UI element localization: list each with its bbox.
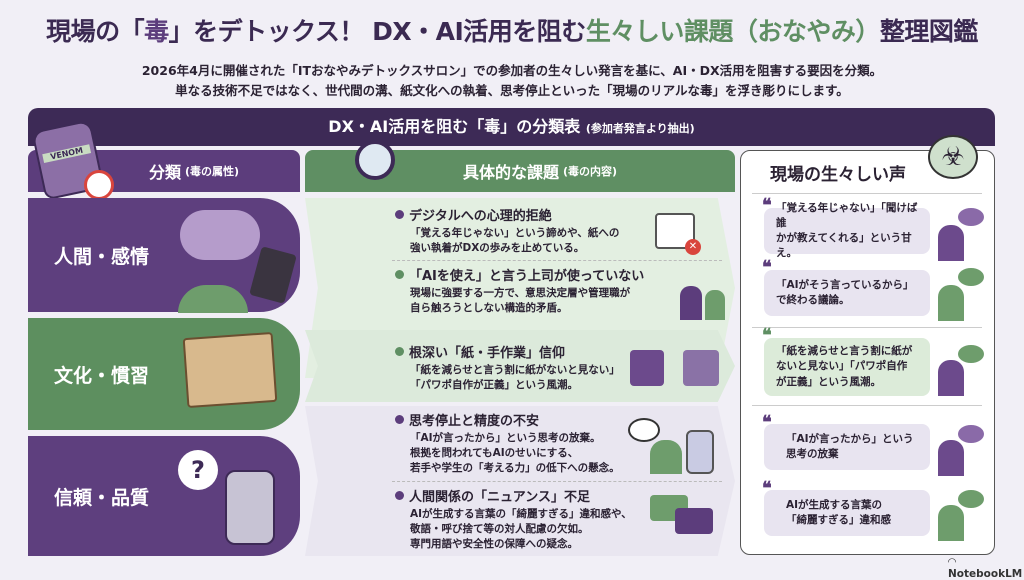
divider [392,481,722,482]
magnifier-chip-icon [355,140,395,180]
subtitle-line-2: 単なる技術不足ではなく、世代間の溝、紙文化への執着、思考停止といった「現場のリア… [175,83,849,98]
voices-title: 現場の生々しい声 [770,165,906,185]
divider [392,260,722,261]
speech-bubble-icon [958,268,984,286]
voice-quote: 「覚える年じゃない」「聞けば誰かが教えてくれる」という甘え。 [764,202,930,259]
brain-cloud-icon [180,210,260,260]
thought-bubble-icon [628,418,660,442]
voice-quote: 「AIがそう言っているから」で終わる議論。 [764,270,930,316]
speech-bubble-icon [958,345,984,363]
paper-stack-icon [182,331,278,409]
no-chip-icon [84,170,114,200]
person-icon [650,440,682,474]
voice-quote: 「紙を減らせと言う割に紙がないと見ない」「パワポ自作が正義」という風潮。 [764,338,930,396]
shredder-icon [630,350,664,386]
quote-open-icon: ❝ [762,412,772,433]
issue-item: デジタルへの心理的拒絶「覚える年じゃない」という諦めや、紙への強い執着がDXの歩… [395,205,645,256]
quote-open-icon: ❝ [762,257,772,278]
robot-icon [686,430,714,474]
divider [752,327,982,328]
manager-icon [680,286,702,320]
calendar-x-icon: ✕ [655,213,701,255]
speaker-avatar [938,285,964,321]
speaker-avatar [938,440,964,476]
issue-item: 「AIを使え」と言う上司が使っていない現場に強要する一方で、意思決定層や管理職が… [395,265,675,316]
employee-tablet-icon [705,290,725,320]
notebooklm-logo: ◠ NotebookLM [948,556,1023,580]
quote-open-icon: ❝ [762,478,772,499]
printer-icon [683,350,719,386]
speech-bubble-icon [958,425,984,443]
speaker-avatar [938,225,964,261]
issue-item: 思考停止と精度の不安「AIが言ったから」という思考の放棄。根拠を問われてもAIの… [395,410,645,477]
biohazard-icon: ☣ [928,135,978,179]
issue-item: 根深い「紙・手作業」信仰「紙を減らせと言う割に紙がないと見ない」「パワポ自作が正… [395,342,645,393]
speaker-avatar [938,505,964,541]
voice-quote: AIが生成する言葉の「綺麗すぎる」違和感 [764,490,930,536]
confused-robot-icon [225,470,275,545]
divider [752,193,982,194]
speaker-avatar [938,360,964,396]
voice-quote: 「AIが言ったから」という思考の放棄 [764,424,930,470]
bottle-label: VENOM [42,144,92,164]
x-mark-icon: ✕ [685,239,701,255]
page-title: 現場の「毒」をデトックス！ DX・AI活用を阻む生々しい課題（おなやみ）整理図鑑 [46,17,978,46]
divider [752,405,982,406]
quote-open-icon: ❝ [762,325,772,346]
speech-bubble-icon [958,490,984,508]
quote-open-icon: ❝ [762,195,772,216]
chat-bubble-icon [675,508,713,534]
subtitle-line-1: 2026年4月に開催された「ITおなやみデトックスサロン」での参加者の生々しい発… [141,63,883,78]
table-banner: DX・AI活用を阻む「毒」の分類表 (参加者発言より抽出) [28,108,995,146]
worried-person-icon [178,285,248,313]
speech-bubble-icon [958,208,984,226]
question-bubble-icon: ? [178,450,218,490]
